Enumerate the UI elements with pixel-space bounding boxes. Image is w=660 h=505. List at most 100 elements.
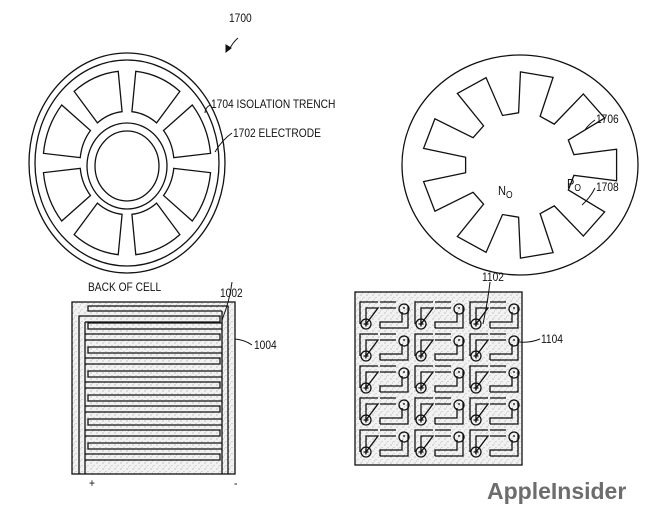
plus-contact bbox=[360, 446, 372, 458]
plus-icon bbox=[473, 449, 479, 455]
plus-icon bbox=[473, 321, 479, 327]
plus-icon bbox=[473, 353, 479, 359]
plus-icon bbox=[418, 449, 424, 455]
unit-cell bbox=[359, 397, 410, 426]
electrode-segment bbox=[162, 104, 212, 159]
plus-icon bbox=[473, 417, 479, 423]
plus-icon bbox=[363, 321, 369, 327]
ref-1104: 1104 bbox=[541, 332, 563, 346]
minus-contact bbox=[508, 335, 520, 347]
interdigitated-back-contact-diagram bbox=[71, 301, 236, 475]
plus-contact bbox=[360, 414, 372, 426]
outer-rim bbox=[28, 52, 226, 274]
minus-contact bbox=[398, 303, 410, 315]
plus-contact bbox=[360, 350, 372, 362]
n-subscript: O bbox=[505, 190, 513, 201]
ref-1102: 1102 bbox=[482, 270, 504, 284]
plus-contact bbox=[415, 318, 427, 330]
minus-contact bbox=[508, 399, 520, 411]
unit-cell bbox=[359, 429, 410, 458]
plus-contact bbox=[470, 318, 482, 330]
plus-icon bbox=[363, 385, 369, 391]
electrode-segment bbox=[131, 202, 181, 256]
wheel-electrode-diagram bbox=[28, 52, 226, 274]
plus-icon bbox=[363, 449, 369, 455]
inner-rim bbox=[34, 59, 220, 267]
ref-1004: 1004 bbox=[254, 338, 277, 352]
star-junction-diagram bbox=[401, 54, 639, 276]
leader-lines bbox=[204, 37, 596, 346]
ref-1002: 1002 bbox=[220, 286, 243, 300]
ref-1706: 1706 bbox=[596, 112, 619, 126]
minus-contact bbox=[453, 367, 465, 379]
plus-icon bbox=[363, 353, 369, 359]
interdigitated-fingers bbox=[78, 305, 229, 474]
plus-contact bbox=[470, 414, 482, 426]
plus-contact bbox=[470, 350, 482, 362]
ref-1708: 1708 bbox=[596, 180, 619, 194]
minus-contact bbox=[453, 303, 465, 315]
unit-cell bbox=[469, 397, 520, 426]
minus-contact bbox=[398, 367, 410, 379]
plus-icon bbox=[418, 385, 424, 391]
p-letter: P bbox=[567, 176, 575, 191]
unit-cell bbox=[469, 429, 520, 458]
plus-icon bbox=[418, 417, 424, 423]
electrode-segment bbox=[73, 70, 123, 124]
unit-cell bbox=[414, 429, 465, 458]
unit-cell bbox=[359, 365, 410, 394]
cell-substrate bbox=[354, 291, 523, 466]
unit-cell bbox=[359, 333, 410, 362]
plus-contact bbox=[470, 382, 482, 394]
p-subscript: O bbox=[574, 183, 581, 194]
electrode-segment bbox=[42, 104, 92, 159]
unit-cell bbox=[414, 365, 465, 394]
unit-cell bbox=[359, 301, 410, 330]
plus-contact bbox=[415, 414, 427, 426]
wafer-outline bbox=[401, 54, 639, 276]
ref-1700: 1700 bbox=[229, 11, 252, 25]
cell-grid-diagram bbox=[354, 291, 523, 466]
electrode-segment bbox=[162, 167, 212, 222]
minus-contact bbox=[398, 335, 410, 347]
plus-icon bbox=[418, 353, 424, 359]
plus-contact bbox=[360, 318, 372, 330]
plus-contact bbox=[415, 350, 427, 362]
plus-icon bbox=[473, 385, 479, 391]
hub-inner bbox=[94, 130, 160, 202]
minus-contact bbox=[508, 431, 520, 443]
n-region-star bbox=[422, 71, 618, 259]
minus-contact bbox=[398, 399, 410, 411]
p-region-label: PO bbox=[567, 176, 581, 194]
arrow-head-icon bbox=[225, 44, 232, 54]
minus-contact bbox=[398, 431, 410, 443]
plus-icon bbox=[363, 417, 369, 423]
unit-cell bbox=[469, 333, 520, 362]
plus-contact bbox=[415, 446, 427, 458]
electrode-segment bbox=[73, 202, 123, 256]
plus-contact bbox=[470, 446, 482, 458]
unit-cell bbox=[414, 397, 465, 426]
unit-cell bbox=[414, 301, 465, 330]
unit-cell bbox=[414, 333, 465, 362]
minus-contact bbox=[453, 431, 465, 443]
minus-contact bbox=[453, 399, 465, 411]
label-electrode: 1702 ELECTRODE bbox=[233, 126, 321, 140]
plus-terminal: + bbox=[89, 476, 95, 490]
n-region-label: NO bbox=[498, 183, 513, 201]
minus-terminal: - bbox=[234, 476, 238, 490]
electrode-segment bbox=[131, 70, 181, 124]
back-of-cell-title: BACK OF CELL bbox=[88, 280, 162, 294]
hub-outer bbox=[86, 122, 168, 210]
plus-icon bbox=[418, 321, 424, 327]
electrode-segment bbox=[42, 167, 92, 222]
minus-contact bbox=[453, 335, 465, 347]
plus-contact bbox=[360, 382, 372, 394]
unit-cell bbox=[469, 365, 520, 394]
n-letter: N bbox=[498, 183, 506, 198]
minus-contact bbox=[508, 367, 520, 379]
minus-contact bbox=[508, 303, 520, 315]
appleinsider-watermark: AppleInsider bbox=[487, 478, 627, 504]
